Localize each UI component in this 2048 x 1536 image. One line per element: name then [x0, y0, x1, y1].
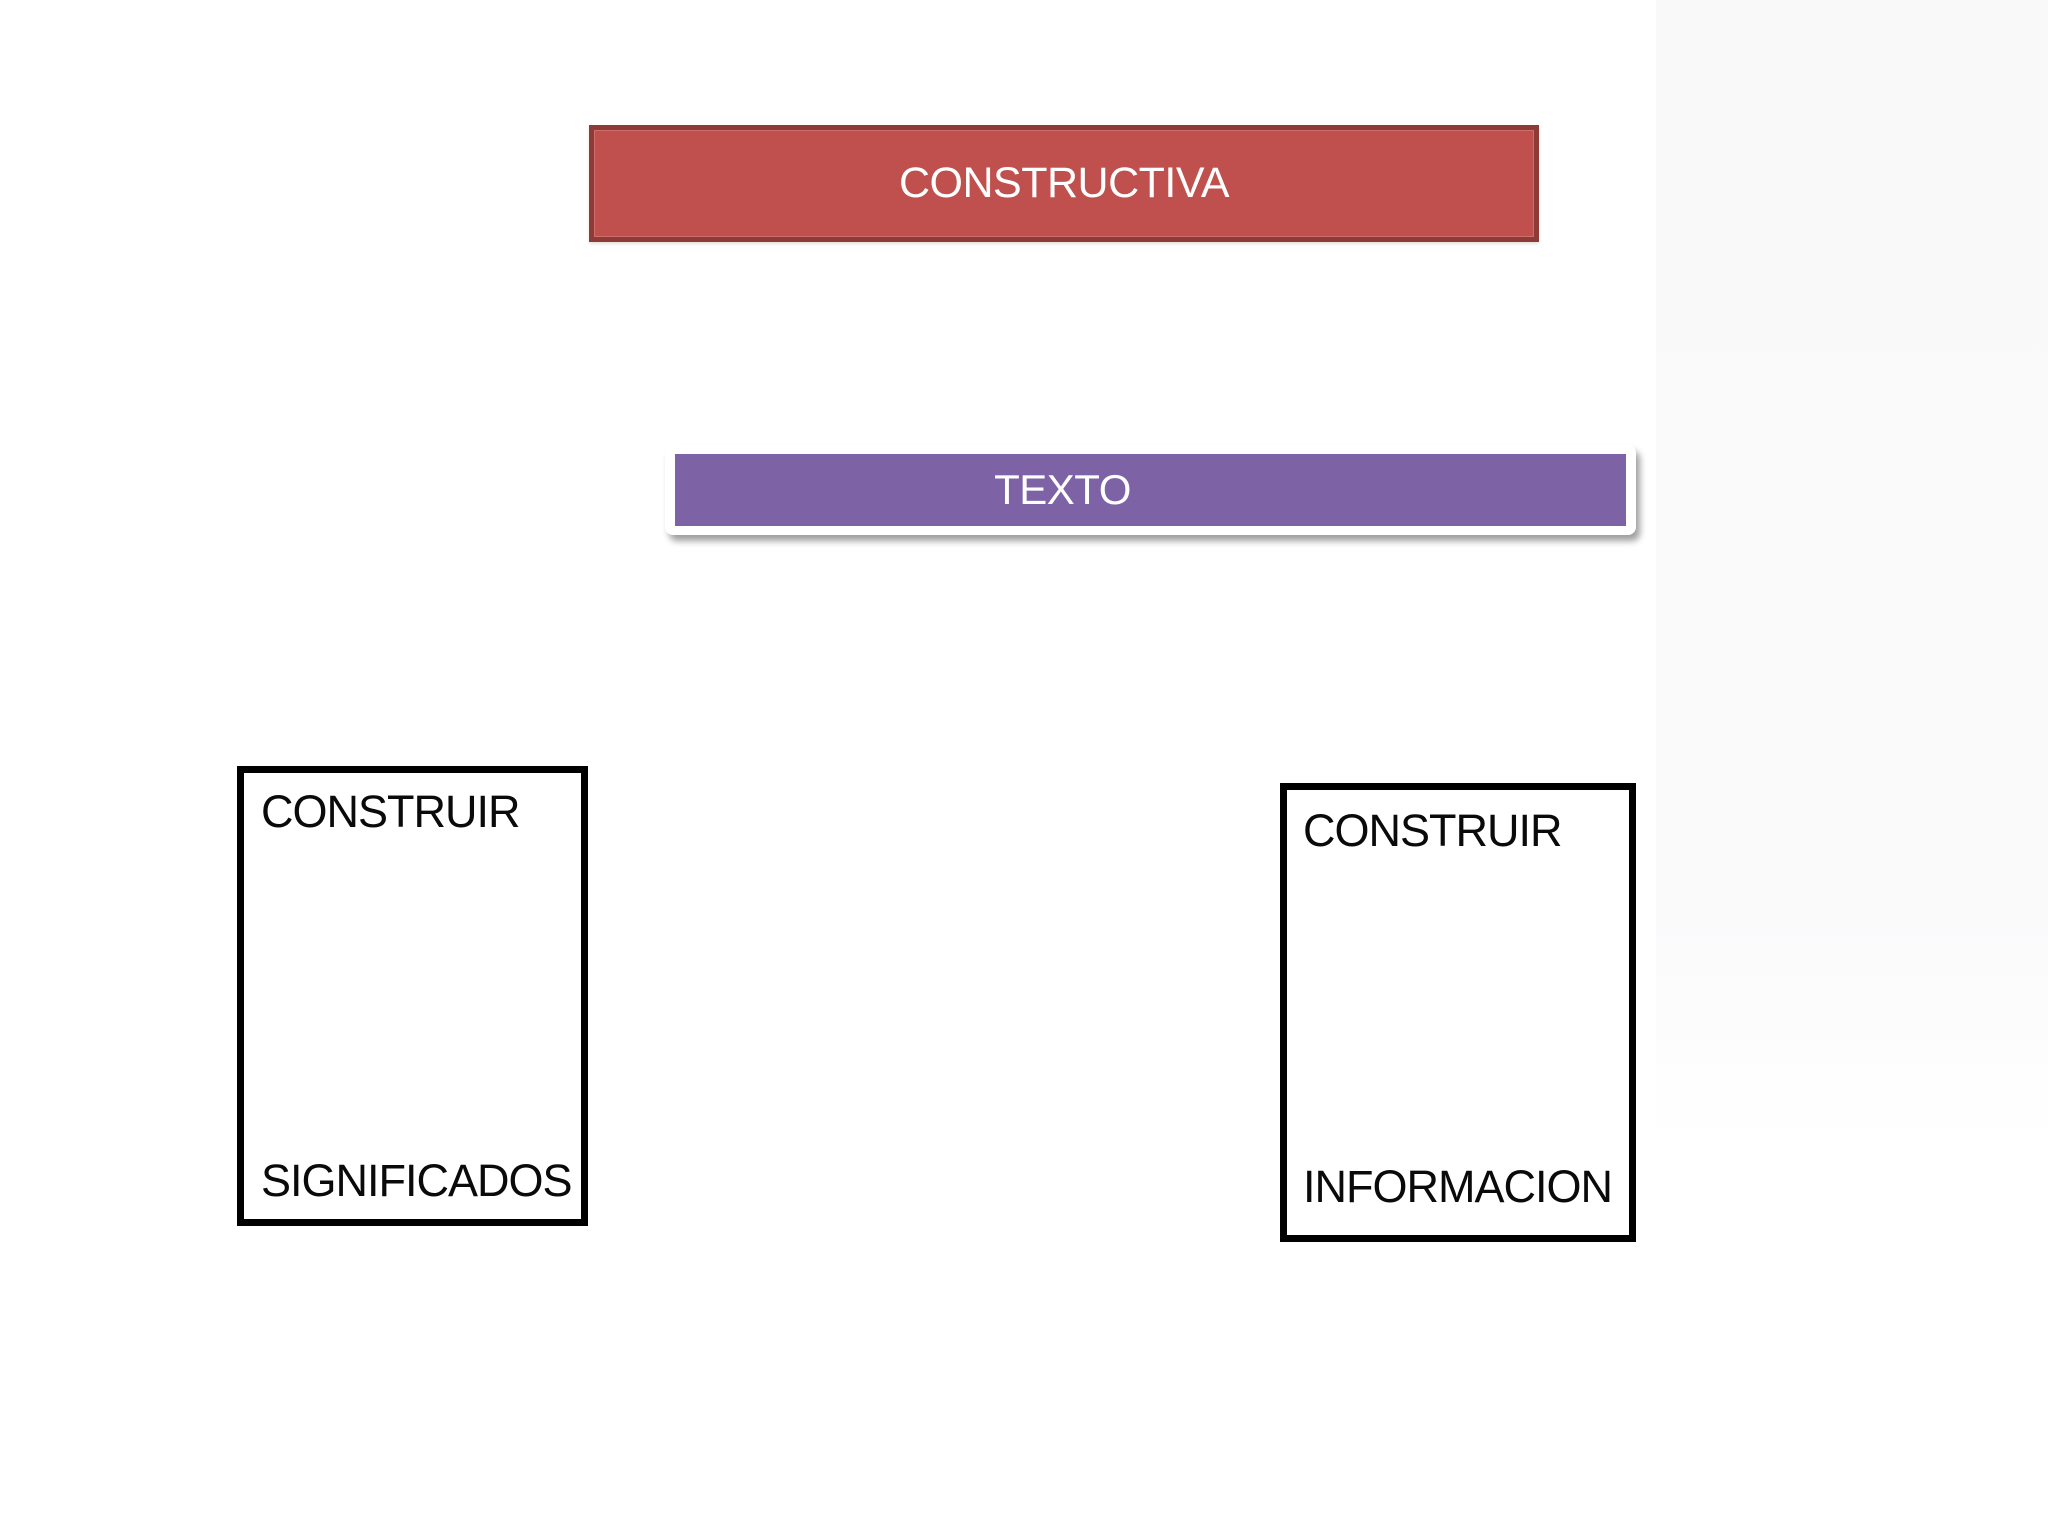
constructiva-label: CONSTRUCTIVA	[898, 159, 1230, 207]
significados-box: CONSTRUIR SIGNIFICADOS	[237, 766, 588, 1226]
significados-box-bottom-label: SIGNIFICADOS	[261, 1154, 573, 1206]
informacion-box-top-label: CONSTRUIR	[1303, 805, 1563, 856]
texto-box: TEXTO	[675, 454, 1626, 526]
constructiva-box: CONSTRUCTIVA	[589, 125, 1539, 242]
informacion-box-bottom-label: INFORMACION	[1303, 1160, 1613, 1212]
texto-label: TEXTO	[994, 466, 1131, 513]
texto-box-frame: TEXTO	[665, 445, 1636, 535]
informacion-box: CONSTRUIR INFORMACION	[1280, 783, 1636, 1242]
background-shading	[1656, 0, 2048, 1145]
significados-box-top-label: CONSTRUIR	[261, 786, 521, 837]
